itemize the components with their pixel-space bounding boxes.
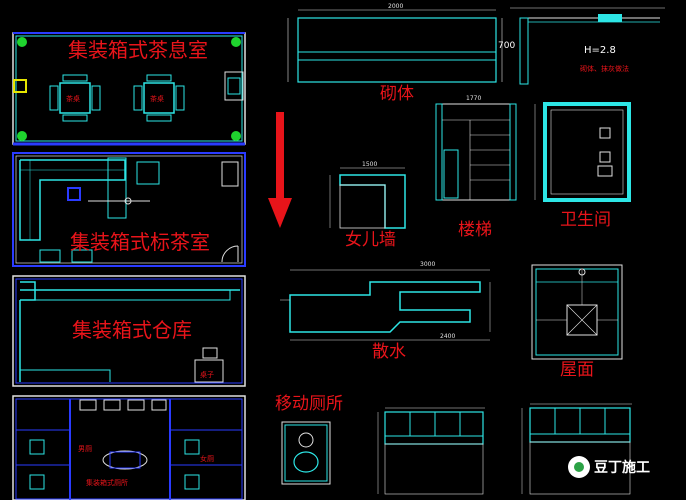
mobile-toilet-detail (281, 421, 331, 485)
toilet-room-title: 集装箱式厕所 (86, 479, 128, 487)
masonry-detail (287, 7, 665, 85)
tea-room-title: 集装箱式茶息室 (68, 38, 208, 62)
overhang-label: 散水 (372, 342, 406, 362)
bottom-section-1 (377, 407, 485, 495)
dim-1500: 1500 (362, 161, 378, 168)
female-label: 女厕 (200, 455, 214, 463)
tea-room-plan (12, 32, 246, 146)
parapet-label: 女儿墙 (345, 230, 396, 250)
dim-700: 700 (498, 41, 516, 51)
tea-table-label-1: 茶桌 (66, 95, 80, 103)
mobile-toilet-label: 移动厕所 (275, 394, 343, 414)
bathroom-detail (534, 102, 631, 202)
height-note: H=2.8 (584, 45, 616, 56)
stairs-label: 楼梯 (458, 220, 492, 240)
desk-label: 桌子 (200, 371, 214, 379)
overhang-detail (280, 269, 491, 341)
dim-2000: 2000 (388, 3, 404, 10)
warehouse-plan (12, 275, 246, 387)
parapet-detail (329, 167, 406, 229)
toilet-room-plan (12, 395, 246, 500)
biaocha-room-plan (12, 152, 246, 267)
dim-1770: 1770 (466, 95, 482, 102)
rail-note: 砌体、抹灰做法 (580, 65, 629, 73)
wechat-logo-icon (568, 456, 590, 478)
dim-2400: 2400 (440, 333, 456, 340)
warehouse-title: 集装箱式仓库 (72, 318, 192, 342)
bottom-section-2 (521, 403, 632, 495)
masonry-label: 砌体 (380, 84, 414, 104)
watermark-text: 豆丁施工 (594, 460, 650, 476)
biaocha-room-title: 集装箱式标茶室 (70, 230, 210, 254)
roof-detail (531, 264, 623, 360)
roof-label: 屋面 (560, 360, 594, 380)
bathroom-label: 卫生间 (560, 210, 611, 230)
tea-table-label-2: 茶桌 (150, 95, 164, 103)
dim-3000: 3000 (420, 261, 436, 268)
male-label: 男厕 (78, 445, 92, 453)
stairs-detail (435, 103, 517, 201)
watermark: 豆丁施工 (568, 456, 650, 478)
red-arrow-icon (268, 112, 292, 228)
